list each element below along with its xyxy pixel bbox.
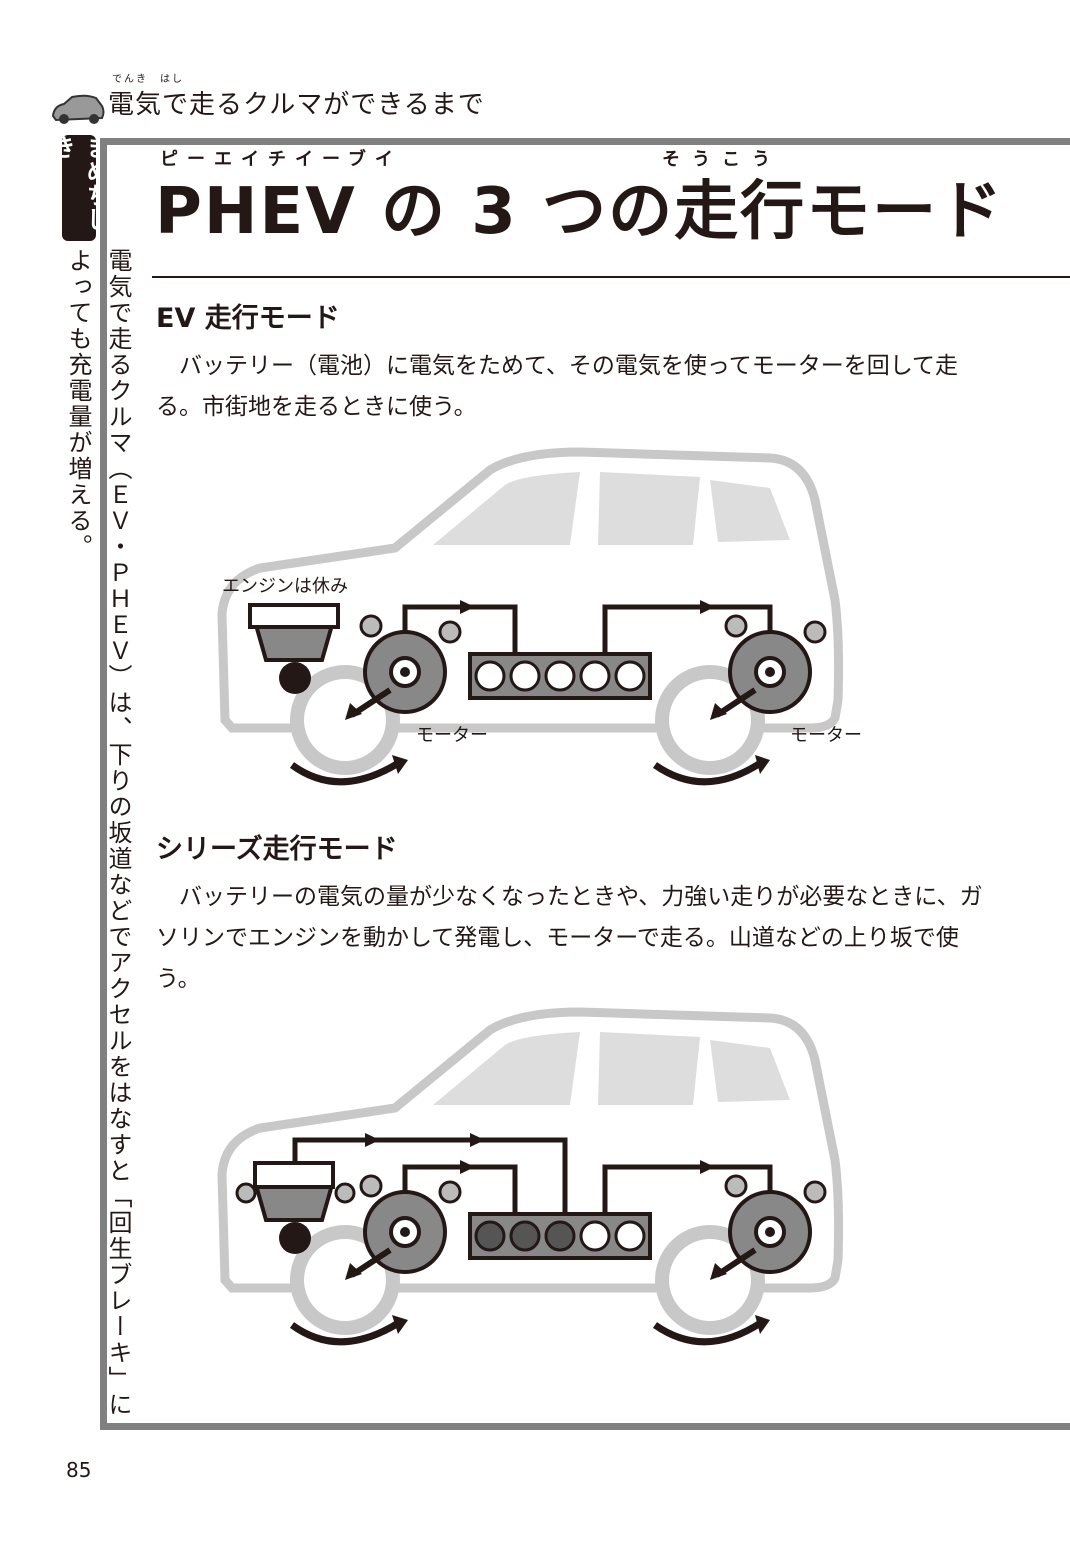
section-body: バッテリー（電池）に電気をためて、その電気を使ってモーターを回して走る。市街地を…: [156, 353, 959, 420]
section-heading: EV 走行モード: [156, 303, 340, 334]
page-title: PHEV の 3 つの走行モード: [155, 175, 1005, 249]
title-ruby: そうこう: [662, 149, 782, 170]
section-body: バッテリーの電気の量が少なくなったときや、力強い走りが必要なときに、ガソリンでエ…: [156, 884, 983, 992]
header-ruby: でんき はし: [112, 74, 184, 85]
side-note: 電気で走るクルマ（ＥＶ・ＰＨＥＶ）は、下りの坂道などでアクセルをはなすと「回生ブ…: [64, 248, 132, 1418]
content-frame: [100, 138, 1070, 1430]
divider: [152, 276, 1070, 278]
car-icon: [51, 94, 105, 124]
title-ruby: ピーエイチイーブイ: [160, 149, 402, 170]
engine-resting-icon: [248, 603, 340, 694]
motor-label: モーター: [790, 725, 862, 746]
section-heading: シリーズ走行モード: [156, 834, 398, 865]
battery-cells-low: [474, 1220, 646, 1252]
engine-label: エンジンは休み: [222, 576, 348, 597]
motor-label: モーター: [416, 725, 488, 746]
battery-cells-full: [474, 660, 646, 692]
engine-running-icon: [235, 1133, 568, 1254]
page-number: 85: [66, 1458, 92, 1482]
header-title: 電気で走るクルマができるまで: [108, 90, 485, 120]
